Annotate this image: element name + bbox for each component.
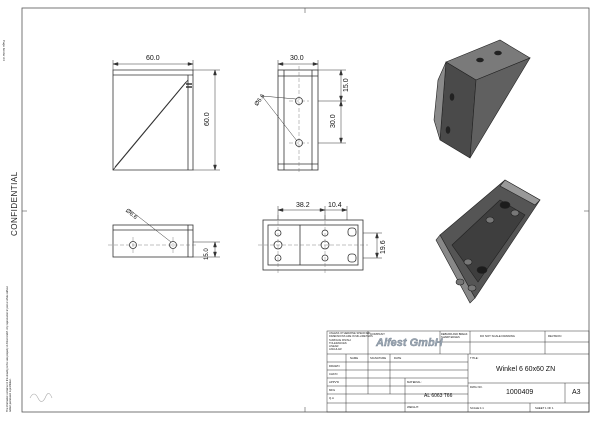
tb-header-dnd: DO NOT SCALE DRAWING: [480, 334, 515, 338]
tb-material: AL 6063 T66: [424, 393, 453, 399]
tb-company-logo: Alfest GmbH: [376, 337, 443, 349]
dim-plan-edge-text: 10.4: [328, 202, 342, 209]
tb-company-label: COMPANY: [370, 332, 385, 336]
dim-plan-width-text: 38.2: [296, 202, 310, 209]
tb-row-appvd: APPV'D: [329, 380, 340, 384]
tb-dwg-no: 1000409: [506, 389, 534, 396]
tb-header-rev: REVISION: [548, 334, 562, 338]
side-centerlines: [289, 66, 309, 174]
dim-side-top-text: 15.0: [343, 78, 350, 92]
disclaimer-text: The information contained in this drawin…: [6, 286, 12, 412]
signature-doodle: [29, 393, 53, 402]
dim-side-width-text: 30.0: [290, 55, 304, 62]
tb-size: A3: [572, 389, 581, 396]
dim-front-width: [112, 60, 194, 70]
dim-front-height: [193, 69, 220, 171]
side-view: [277, 69, 319, 171]
tb-row-chkd: CHK'D: [329, 372, 338, 376]
iso-view-top: [433, 39, 531, 159]
dim-side: [261, 60, 346, 144]
tb-notes: UNLESS OTHERWISE SPECIFIED: DIMENSIONS A…: [329, 332, 373, 352]
tb-weight-label: WEIGHT:: [407, 405, 419, 409]
dim-front-height-text: 60.0: [204, 112, 211, 126]
tb-header-deburr: DEBURR AND BREAK SHARP EDGES: [441, 333, 468, 339]
confidential-label: CONFIDENTIAL: [10, 171, 19, 236]
tb-row-header-name: NAME: [350, 356, 359, 360]
bottom-view: [112, 224, 194, 258]
tb-title: Winkel 6 60x60 ZN: [496, 366, 556, 373]
dim-bottom-height-text: 15.0: [204, 248, 210, 260]
page-border-note: Page border A4: [2, 40, 6, 61]
iso-view-bottom: [435, 179, 541, 304]
tb-row-qa: Q.A: [329, 396, 334, 400]
tb-row-mfg: MFG: [329, 388, 336, 392]
bottom-centerlines: [108, 237, 198, 253]
dim-front-width-text: 60.0: [146, 55, 160, 62]
plan-centerlines: [258, 215, 368, 275]
sheet-border: [21, 7, 590, 413]
dim-plan: [277, 206, 382, 259]
tb-material-label: MATERIAL:: [407, 380, 422, 384]
front-view: [112, 69, 194, 171]
dim-bottom: [129, 209, 220, 258]
tb-title-label: TITLE:: [470, 356, 479, 360]
tb-row-header-signature: SIGNATURE: [370, 356, 387, 360]
dim-side-height-text: 30.0: [330, 114, 337, 128]
tb-scale: SCALE:1:1: [470, 406, 484, 410]
tb-row-header-date: DATE: [394, 356, 402, 360]
tb-dwg-label: DWG NO.: [470, 385, 483, 389]
dim-plan-height-text: 19.6: [380, 240, 387, 254]
tb-sheet: SHEET 1 OF 1: [535, 406, 554, 410]
tb-row-drawn: DRAWN: [329, 364, 340, 368]
title-block-grid: [326, 330, 590, 413]
